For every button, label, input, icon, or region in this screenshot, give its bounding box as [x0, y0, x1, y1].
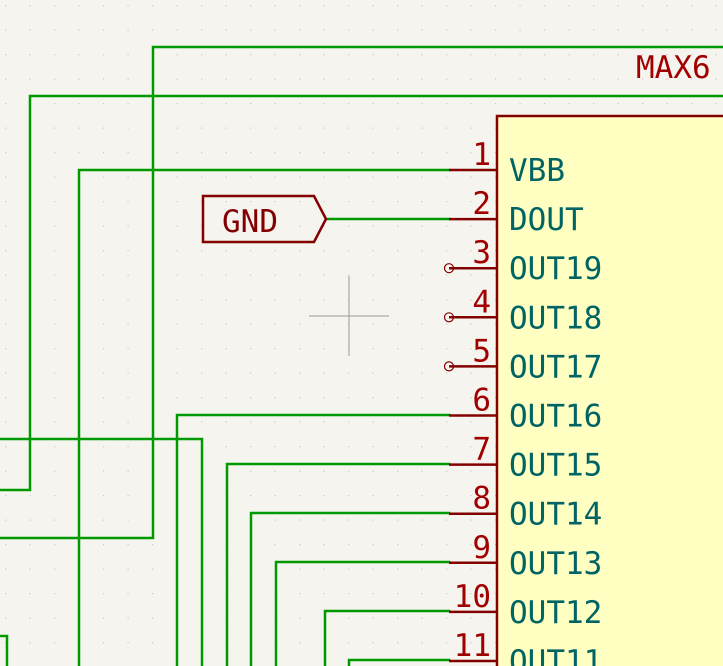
pin-number: 11 [454, 628, 491, 664]
wire[interactable] [274, 560, 451, 666]
pin-name: OUT11 [509, 644, 602, 666]
wire[interactable] [323, 609, 451, 666]
pin-name: OUT18 [509, 300, 602, 336]
pin-number: 4 [472, 284, 491, 320]
power-label: GND [222, 204, 278, 240]
pin-name: OUT14 [509, 497, 602, 533]
wire[interactable] [77, 168, 451, 666]
pin-name: OUT12 [509, 595, 602, 631]
gnd-power-symbol[interactable]: GND [201, 194, 328, 244]
ic-pin[interactable]: 7 OUT15 [449, 432, 602, 484]
ic-body[interactable] [495, 114, 723, 666]
wire[interactable] [175, 413, 451, 666]
wire[interactable] [347, 658, 451, 666]
ic-pin[interactable]: 11 OUT11 [449, 628, 602, 666]
wire[interactable] [0, 45, 723, 540]
ic-pin[interactable]: 10 OUT12 [449, 579, 602, 631]
wire[interactable] [249, 511, 451, 666]
pin-name: OUT15 [509, 448, 602, 484]
power-flag-shape[interactable] [201, 194, 328, 244]
pin-number: 10 [454, 579, 491, 615]
pin-number: 2 [472, 186, 491, 222]
ic-pin[interactable]: 8 OUT14 [449, 481, 602, 533]
unconnected-pin-marker-icon [443, 312, 455, 323]
pin-number: 3 [472, 235, 491, 271]
wire[interactable] [225, 462, 451, 666]
unconnected-pin-marker-icon [443, 361, 455, 372]
pin-number: 5 [472, 333, 491, 369]
pin-name: OUT17 [509, 349, 602, 385]
crosshair-cursor-icon [309, 276, 389, 356]
pin-name: DOUT [509, 202, 584, 238]
wire[interactable] [0, 94, 723, 492]
ic-pin[interactable]: 3 OUT19 [443, 235, 603, 287]
wires[interactable] [0, 45, 723, 666]
ic-pin[interactable]: 9 OUT13 [449, 530, 602, 582]
ic-pin[interactable]: 5 OUT17 [443, 333, 603, 385]
pin-number: 6 [472, 383, 491, 419]
pin-number: 8 [472, 481, 491, 517]
component-reference: MAX6 [636, 50, 711, 86]
pin-name: VBB [509, 153, 565, 189]
wire[interactable] [0, 634, 9, 666]
pin-number: 9 [472, 530, 491, 566]
pin-number: 1 [472, 137, 491, 173]
ic-pin[interactable]: 4 OUT18 [443, 284, 603, 336]
pin-name: OUT19 [509, 251, 602, 287]
wire[interactable] [0, 437, 204, 666]
ic-pin[interactable]: 6 OUT16 [449, 383, 602, 435]
unconnected-pin-marker-icon [443, 263, 455, 274]
ic-pin[interactable]: 2 DOUT [449, 186, 584, 238]
pin-number: 7 [472, 432, 491, 468]
ic-pin[interactable]: 1 VBB [449, 137, 565, 189]
pin-name: OUT13 [509, 546, 602, 582]
pin-name: OUT16 [509, 399, 602, 435]
